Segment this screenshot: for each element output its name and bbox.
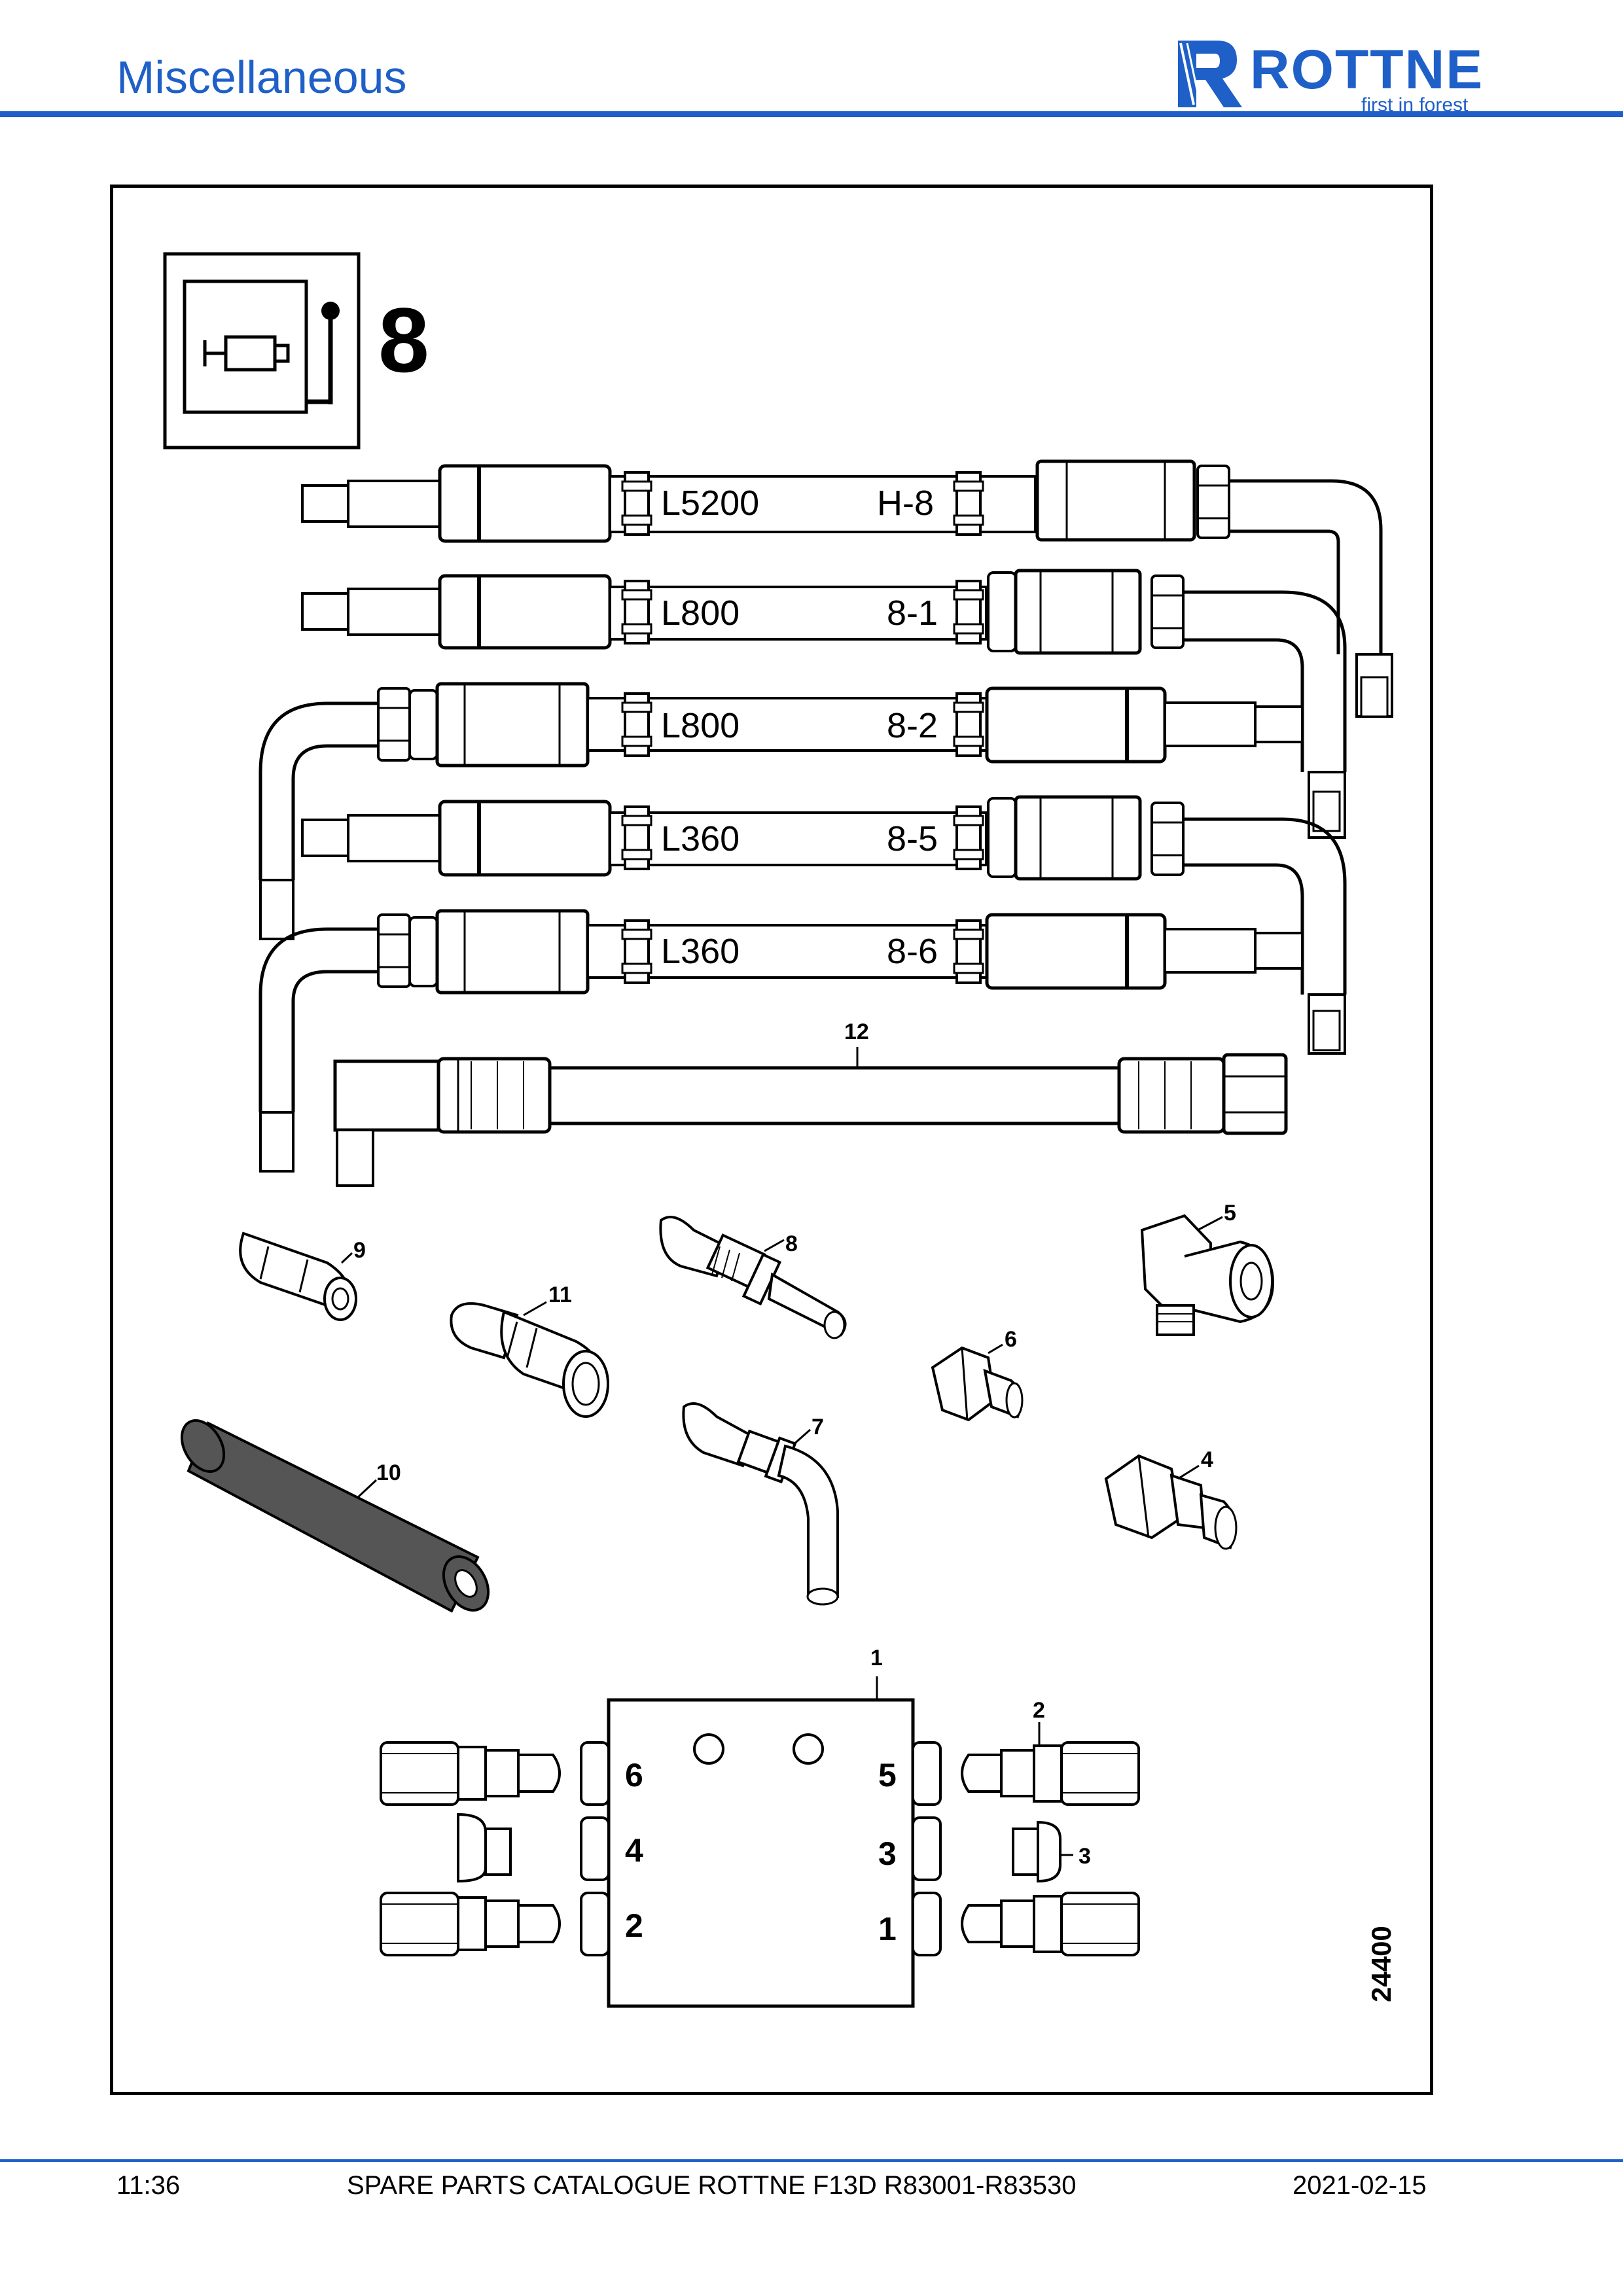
port-label-4: 4 — [625, 1832, 643, 1869]
hose-5-length: L360 — [661, 932, 740, 971]
hose-4-code: 8-5 — [887, 819, 938, 858]
page-number: 11:36 — [116, 2171, 181, 2200]
callout-line-11 — [523, 1301, 547, 1316]
callout-line-9 — [340, 1252, 353, 1264]
hose-l800-8-2 — [259, 682, 1304, 940]
hose-2-code: 8-1 — [887, 593, 938, 633]
callout-2: 2 — [1033, 1698, 1045, 1723]
hose-2-length: L800 — [661, 593, 740, 633]
port-label-6: 6 — [625, 1757, 643, 1793]
page-title: Miscellaneous — [116, 52, 407, 103]
part-12-hose — [333, 1053, 1288, 1187]
header-rule — [0, 111, 1623, 117]
rottne-logo-icon — [1178, 41, 1242, 107]
callout-4: 4 — [1201, 1447, 1213, 1472]
part-8-nipple — [659, 1216, 847, 1339]
hose-4-length: L360 — [661, 819, 740, 858]
group-number: 8 — [378, 289, 429, 391]
callout-1: 1 — [870, 1646, 883, 1670]
hose-3-code: 8-2 — [887, 706, 938, 745]
port-label-1: 1 — [878, 1911, 897, 1947]
group-icon — [163, 252, 361, 450]
port-label-2: 2 — [625, 1907, 643, 1944]
callout-line-5 — [1197, 1216, 1223, 1231]
drawing-frame — [110, 185, 1433, 2095]
hose-l360-8-6 — [259, 909, 1304, 1173]
callout-7: 7 — [812, 1415, 824, 1439]
part-9-adapter — [239, 1231, 357, 1321]
part-10-tube — [180, 1419, 490, 1613]
block-right-fittings — [961, 1741, 1140, 1956]
hose-l360-8-5 — [301, 795, 1347, 1055]
part-4-fitting — [1104, 1454, 1238, 1550]
hose-1-length: L5200 — [661, 484, 759, 523]
brand-name: ROTTNE — [1250, 39, 1484, 100]
part-7-bent-nipple — [682, 1402, 839, 1606]
hose-l800-8-1 — [301, 569, 1347, 839]
callout-11: 11 — [548, 1282, 572, 1307]
callout-5: 5 — [1224, 1201, 1236, 1226]
callout-line-4 — [1177, 1464, 1200, 1480]
part-5-elbow — [1140, 1214, 1275, 1336]
part-6-reducer — [931, 1346, 1024, 1422]
callout-9: 9 — [353, 1238, 366, 1263]
drawing-number: 24400 — [1366, 1926, 1397, 2002]
callout-10: 10 — [376, 1460, 401, 1485]
callout-12: 12 — [844, 1019, 869, 1044]
part-11-coupling — [450, 1302, 609, 1418]
callout-6: 6 — [1005, 1327, 1017, 1352]
port-label-3: 3 — [878, 1835, 897, 1872]
callout-line-8 — [764, 1239, 785, 1252]
callout-line-10 — [355, 1479, 378, 1500]
callout-line-7 — [793, 1428, 811, 1446]
catalogue-date: 2021-02-15 — [1293, 2171, 1427, 2200]
footer-rule — [0, 2159, 1623, 2162]
hose-5-code: 8-6 — [887, 932, 938, 971]
callout-line-6 — [988, 1343, 1003, 1354]
hose-3-length: L800 — [661, 706, 740, 745]
block-left-fittings — [380, 1741, 561, 1956]
catalogue-title: SPARE PARTS CATALOGUE ROTTNE F13D R83001… — [347, 2171, 1077, 2200]
port-label-5: 5 — [878, 1757, 897, 1793]
callout-3: 3 — [1079, 1844, 1091, 1869]
part-1-block — [580, 1698, 942, 2008]
hose-1-code: H-8 — [877, 484, 934, 523]
hose-l5200 — [301, 459, 1393, 718]
callout-8: 8 — [785, 1231, 798, 1256]
